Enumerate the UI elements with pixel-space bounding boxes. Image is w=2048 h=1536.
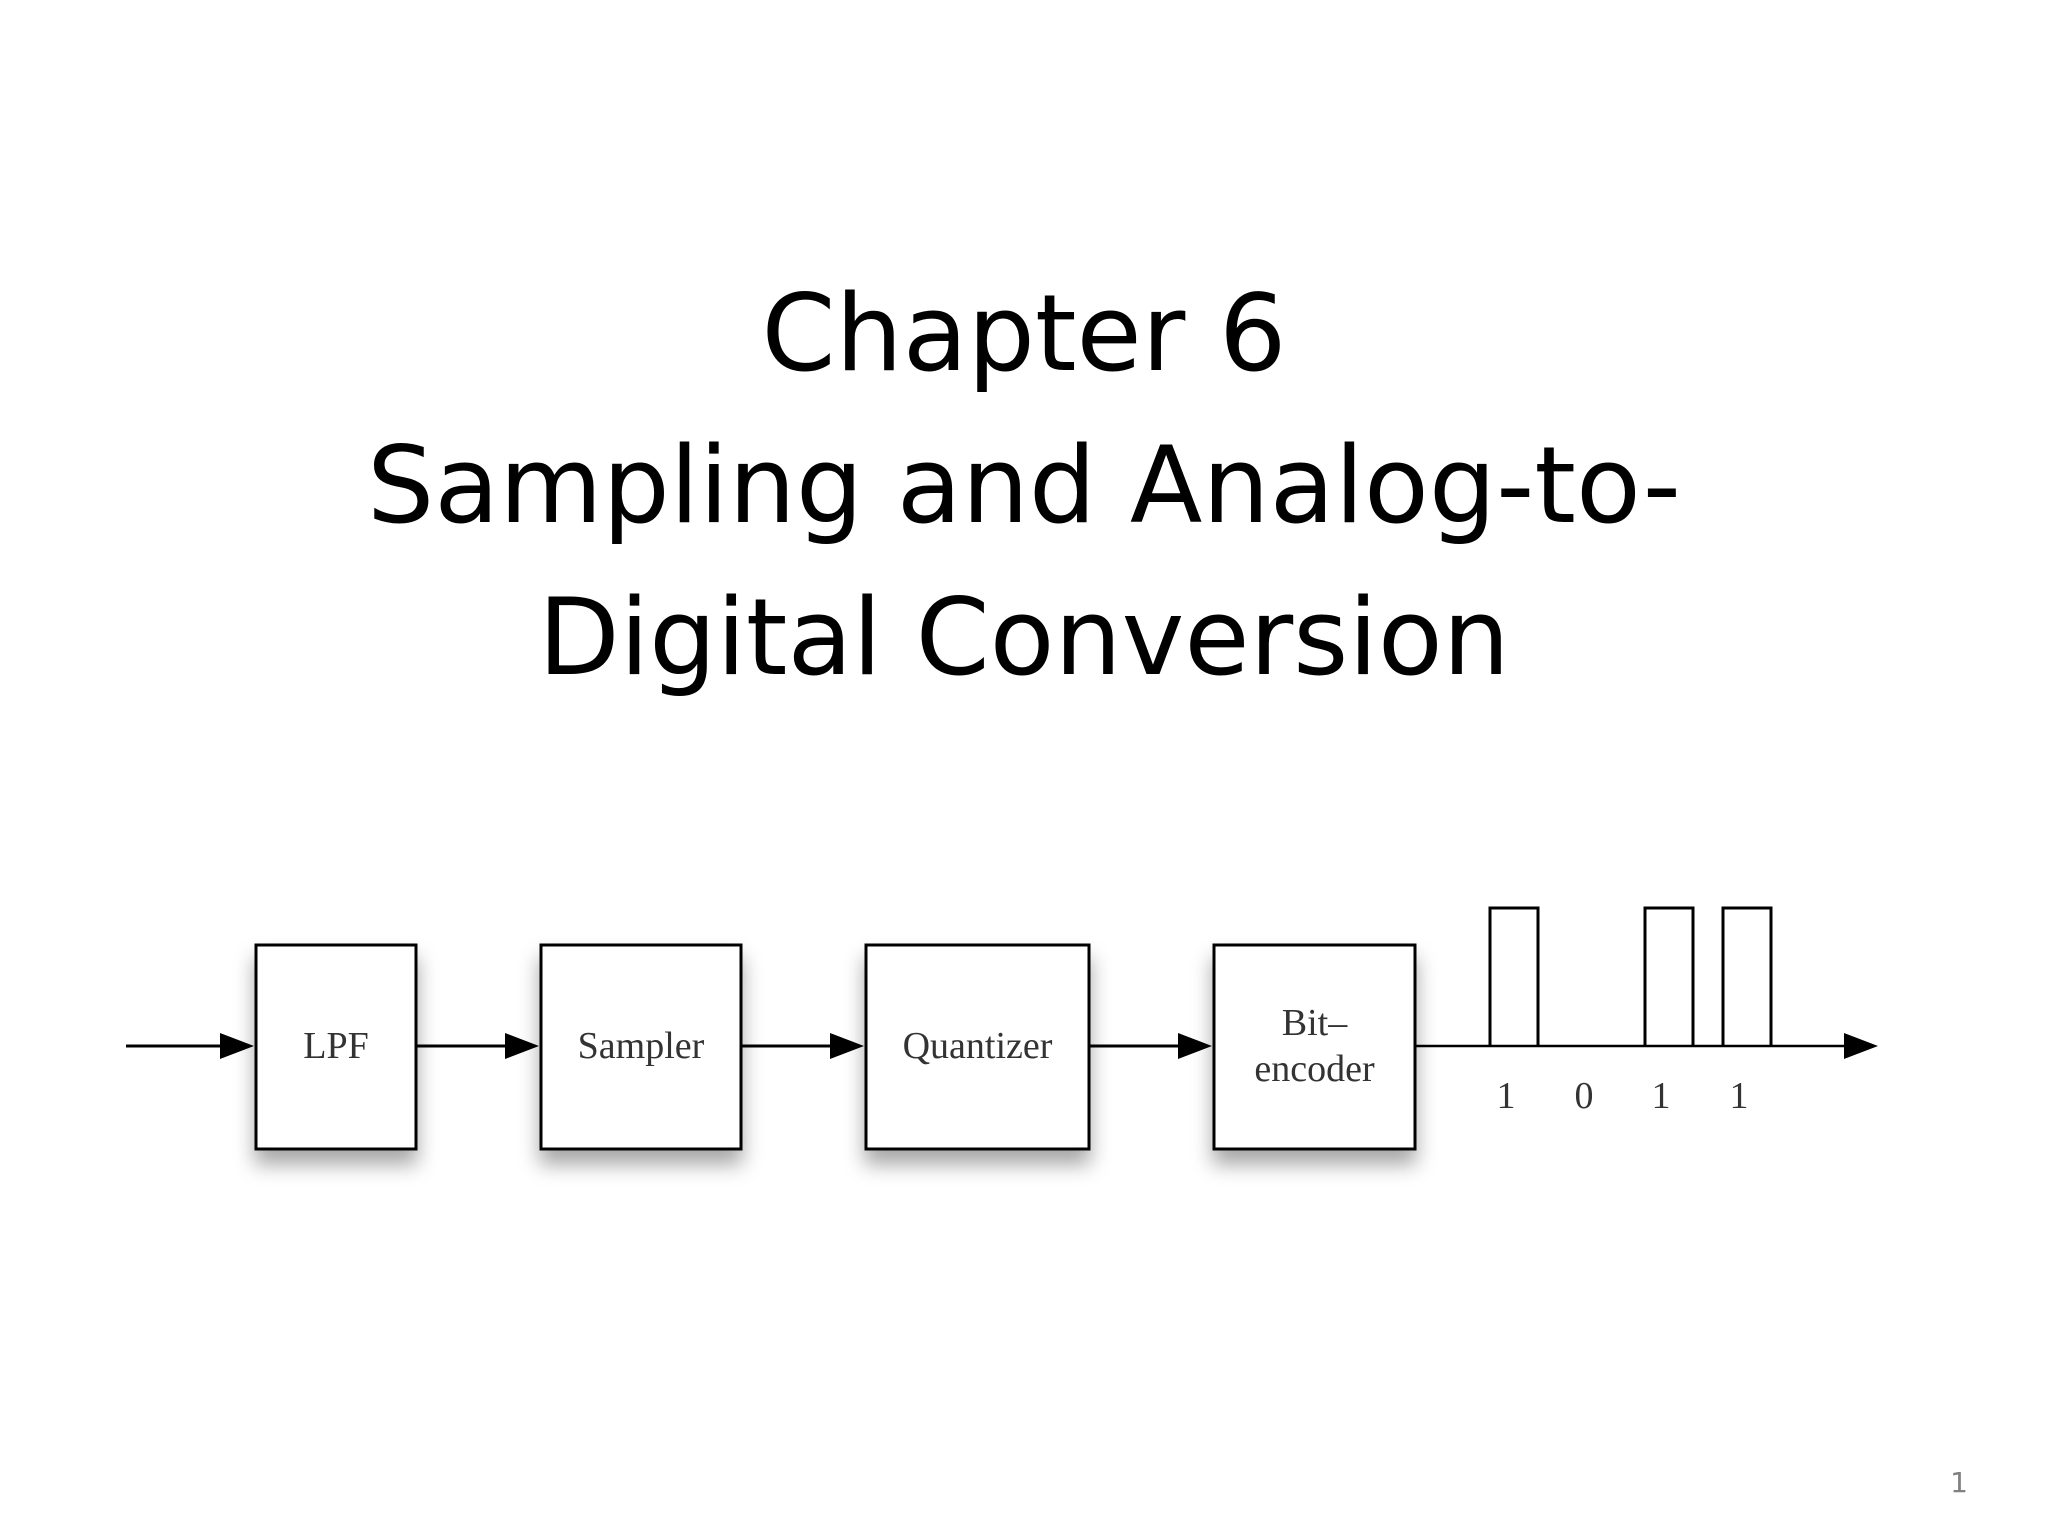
pulse-3: [1643, 906, 1695, 1046]
block-sampler: [539, 943, 743, 1151]
bit-label-4: 1: [1730, 1075, 1749, 1117]
block-bit-encoder: [1212, 943, 1417, 1151]
bit-label-2: 0: [1575, 1075, 1594, 1117]
block-label-sampler: Sampler: [578, 1025, 705, 1067]
title-line-3: Digital Conversion: [538, 576, 1510, 699]
page-number: 1: [1950, 1466, 1968, 1499]
block-label-bit-encoder-2: encoder: [1254, 1048, 1375, 1090]
block-label-bit-encoder-1: Bit–: [1282, 1002, 1348, 1044]
arrow-head-1: [505, 1033, 539, 1059]
input-arrow-head: [220, 1033, 254, 1059]
block-label-lpf: LPF: [303, 1025, 368, 1067]
bit-label-3: 1: [1652, 1075, 1671, 1117]
pulse-1: [1488, 906, 1540, 1046]
block-quantizer: [864, 943, 1091, 1151]
arrow-head-2: [830, 1033, 864, 1059]
title-line-2: Sampling and Analog-to-: [366, 424, 1682, 547]
slide-title: Chapter 6 Sampling and Analog-to- Digita…: [0, 258, 2048, 714]
arrow-head-3: [1178, 1033, 1212, 1059]
output-arrow-head: [1844, 1033, 1878, 1059]
pulse-4: [1721, 906, 1773, 1046]
block-label-quantizer: Quantizer: [903, 1025, 1053, 1067]
title-line-1: Chapter 6: [761, 272, 1287, 395]
bit-label-1: 1: [1497, 1075, 1516, 1117]
